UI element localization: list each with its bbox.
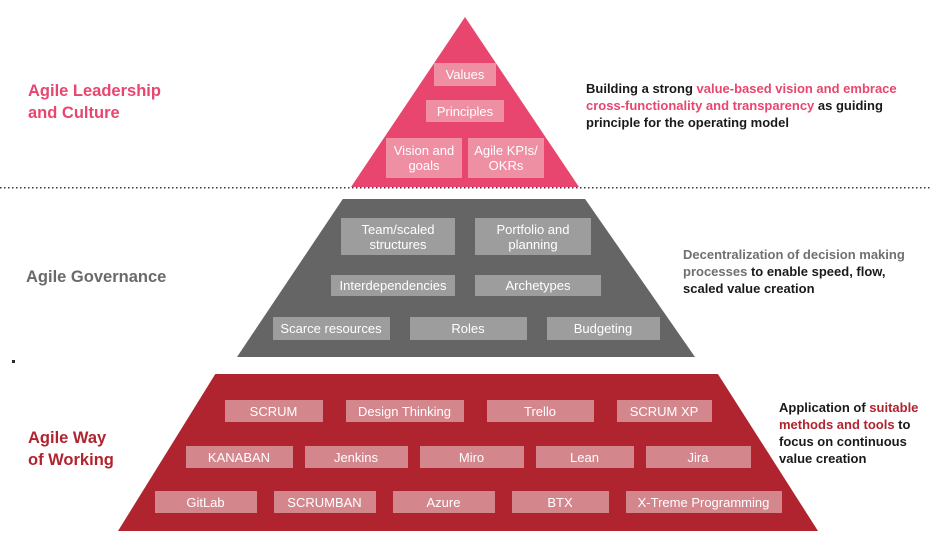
box-design-thinking: Design Thinking — [345, 400, 464, 422]
box-kanaban: KANABAN — [185, 446, 293, 468]
box-jira: Jira — [645, 446, 751, 468]
box-miro: Miro — [419, 446, 524, 468]
box-row: Vision and goals Agile KPIs/ OKRs — [351, 138, 579, 178]
box-scrum-xp: SCRUM XP — [616, 400, 712, 422]
annotation-post: to focus on continuous value creation — [779, 417, 911, 466]
box-scarce-resources: Scarce resources — [272, 317, 390, 340]
leadership-pyramid-layer: Values Principles Vision and goals Agile… — [351, 17, 579, 187]
box-row: Principles — [351, 100, 579, 122]
annotation-pre: Application of — [779, 400, 870, 415]
box-vision-and-goals: Vision and goals — [386, 138, 462, 178]
box-btx: BTX — [511, 491, 609, 513]
annotation-highlight: value-based vision and embrace cross-fun… — [586, 81, 897, 113]
box-archetypes: Archetypes — [475, 275, 601, 296]
box-team-scaled-structures: Team/scaled structures — [341, 218, 455, 255]
box-gitlab: GitLab — [154, 491, 257, 513]
leadership-label: Agile Leadership and Culture — [28, 82, 161, 122]
box-scrum: SCRUM — [224, 400, 323, 422]
box-scrumban: SCRUMBAN — [273, 491, 376, 513]
box-row: Team/scaled structures Portfolio and pla… — [237, 218, 695, 255]
box-row: GitLab SCRUMBAN Azure BTX X-Treme Progra… — [118, 491, 818, 513]
box-jenkins: Jenkins — [304, 446, 408, 468]
governance-pyramid-layer: Team/scaled structures Portfolio and pla… — [237, 199, 695, 357]
box-values: Values — [434, 63, 496, 86]
box-budgeting: Budgeting — [546, 317, 660, 340]
leadership-annotation: Building a strong value-based vision and… — [586, 80, 922, 131]
box-agile-kpis-okrs: Agile KPIs/ OKRs — [468, 138, 544, 178]
box-row: Interdependencies Archetypes — [237, 275, 695, 296]
dotted-separator — [0, 187, 930, 189]
annotation-highlight: suitable methods and tools — [779, 400, 919, 432]
box-principles: Principles — [426, 100, 504, 122]
way-of-working-label: Agile Way of Working — [28, 429, 114, 469]
box-lean: Lean — [535, 446, 634, 468]
annotation-pre: Building a strong — [586, 81, 697, 96]
box-trello: Trello — [486, 400, 594, 422]
way-of-working-pyramid-layer: SCRUM Design Thinking Trello SCRUM XP KA… — [118, 374, 818, 531]
annotation-post: to enable speed, flow, scaled value crea… — [683, 264, 886, 296]
box-row: KANABAN Jenkins Miro Lean Jira — [118, 446, 818, 468]
box-row: Scarce resources Roles Budgeting — [237, 317, 695, 340]
way-of-working-annotation: Application of suitable methods and tool… — [779, 399, 930, 467]
box-x-treme-programming: X-Treme Programming — [625, 491, 782, 513]
box-portfolio-and-planning: Portfolio and planning — [475, 218, 591, 255]
annotation-highlight: Decentralization of decision making proc… — [683, 247, 905, 279]
box-interdependencies: Interdependencies — [331, 275, 455, 296]
box-row: SCRUM Design Thinking Trello SCRUM XP — [118, 400, 818, 422]
box-row: Values — [351, 63, 579, 86]
governance-label: Agile Governance — [26, 268, 167, 286]
governance-annotation: Decentralization of decision making proc… — [683, 246, 927, 297]
box-roles: Roles — [409, 317, 527, 340]
annotation-post: as guiding principle for the operating m… — [586, 98, 883, 130]
box-azure: Azure — [392, 491, 495, 513]
separator-artifact — [12, 360, 15, 363]
